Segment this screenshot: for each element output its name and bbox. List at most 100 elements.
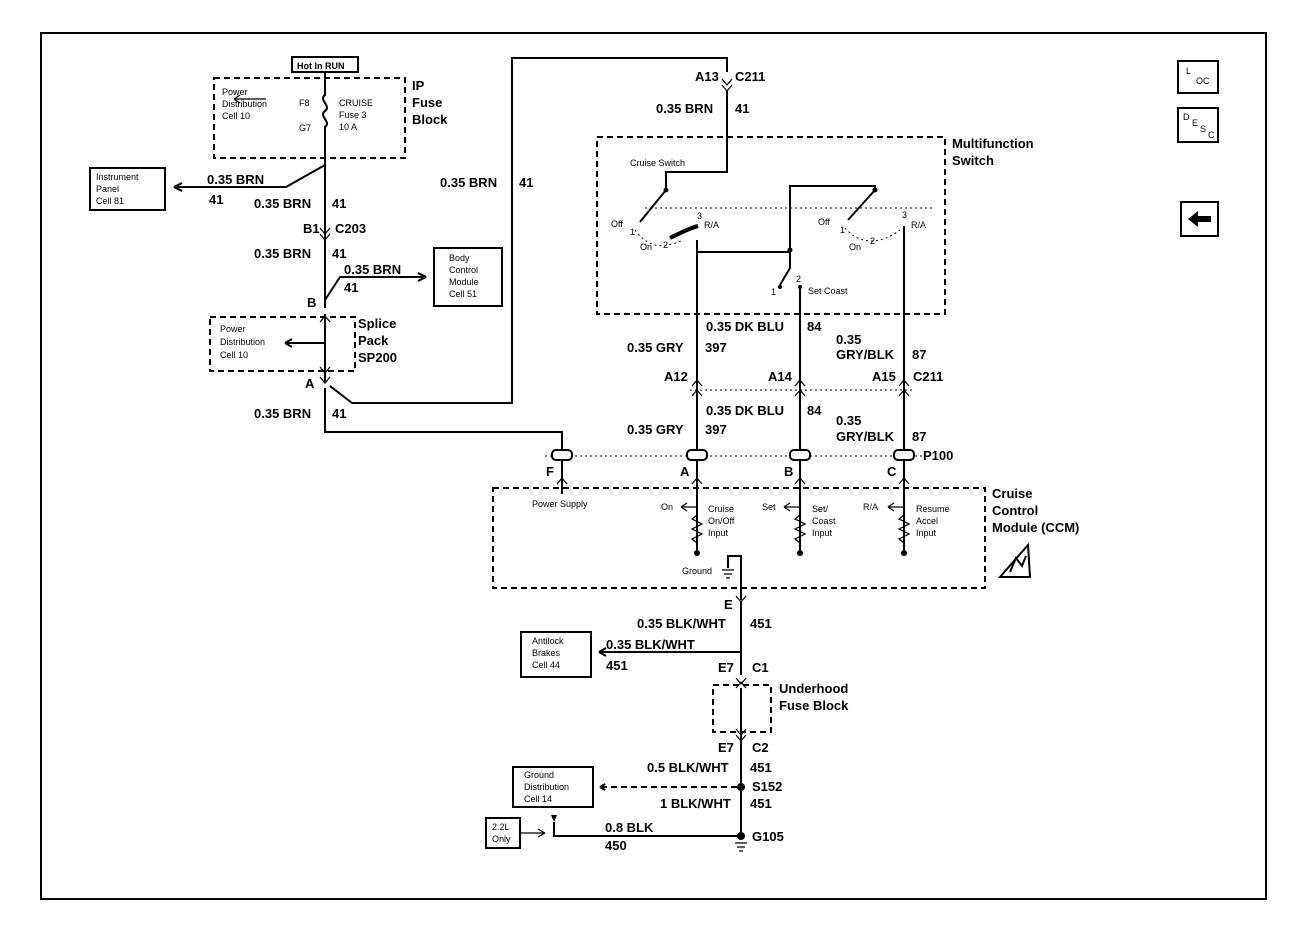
sw2-off: Off <box>818 217 830 227</box>
ipc-wire-circuit: 41 <box>209 192 223 207</box>
e7-c1-pin: E7 <box>718 660 734 675</box>
ipc-branch-wire <box>173 164 326 192</box>
pin-a: A <box>680 464 690 479</box>
ccm-on-label: On <box>661 502 673 512</box>
sw1-n3: 3 <box>697 211 702 221</box>
p100-label: P100 <box>923 448 953 463</box>
gd-line1: Ground <box>524 770 554 780</box>
sw1-n2: 2 <box>663 240 668 250</box>
abs-box <box>520 631 592 678</box>
ccm-title-1: Cruise <box>992 486 1032 501</box>
gry-color-bot: 0.35 GRY <box>627 422 684 437</box>
ccm-in3-line2: Accel <box>916 516 938 526</box>
ground-symbol <box>722 569 734 579</box>
ip-fuse-label2: Fuse <box>412 95 442 110</box>
grybl-circuit-bot: 87 <box>912 429 926 444</box>
set-coast-n2: 2 <box>796 274 801 284</box>
underhood-label1: Underhood <box>779 681 848 696</box>
g105-ground-icon <box>735 842 747 852</box>
blkwht1-label: 1 BLK/WHT <box>660 796 731 811</box>
ip-fuse-label1: IP <box>412 78 425 93</box>
e7-c2-pin: E7 <box>718 740 734 755</box>
multifunction-switch-box <box>596 136 946 315</box>
c451-2: 451 <box>750 760 772 775</box>
grybl-size-bot: 0.35 <box>836 413 861 428</box>
a13-pin: A13 <box>695 69 719 84</box>
brn-circuit-3: 41 <box>332 406 346 421</box>
sw1-ra: R/A <box>704 220 719 230</box>
ipc-line3: Cell 81 <box>96 196 124 206</box>
sw1-travel <box>634 229 684 247</box>
gry-color-top: 0.35 GRY <box>627 340 684 355</box>
brn-circuit-1: 41 <box>332 196 346 211</box>
splice-label2: Pack <box>358 333 389 348</box>
back-button[interactable] <box>1180 201 1219 237</box>
dkblu-color-top: 0.35 DK BLU <box>706 319 784 334</box>
pin-f: F <box>546 464 554 479</box>
page-frame <box>40 32 1267 900</box>
pd-sp-line1: Power <box>220 324 246 334</box>
pd-sp-line3: Cell 10 <box>220 350 248 360</box>
blk-ground-wire <box>553 822 741 837</box>
blkwht05-label: 0.5 BLK/WHT <box>647 760 729 775</box>
gd-line3: Cell 14 <box>524 794 552 804</box>
resume-switch-blade <box>847 189 876 221</box>
bcm-box <box>433 247 503 307</box>
ccm-ra-label: R/A <box>863 502 878 512</box>
a14-pin: A14 <box>768 369 793 384</box>
sw2-on: On <box>849 242 861 252</box>
c451-1: 451 <box>750 616 772 631</box>
cruise-switch-blade <box>639 189 667 223</box>
c451-3: 451 <box>750 796 772 811</box>
bcm-line4: Cell 51 <box>449 289 477 299</box>
ip-fuse-block-box <box>213 77 406 159</box>
ccm-ground-label: Ground <box>682 566 712 576</box>
pin-e: E <box>724 597 733 612</box>
splice-pin-b: B <box>307 295 316 310</box>
a13-wire-color: 0.35 BRN <box>656 101 713 116</box>
ccm-in2-line1: Set/ <box>812 504 829 514</box>
loc-button-sub: OC <box>1196 76 1210 86</box>
ccm-set-label: Set <box>762 502 776 512</box>
instrument-panel-box <box>89 167 166 211</box>
a13-connector-symbol <box>721 78 733 92</box>
abs-line3: Cell 44 <box>532 660 560 670</box>
splice-pack-box <box>209 316 356 372</box>
esd-warning-icon <box>997 542 1032 578</box>
splice-label3: SP200 <box>358 350 397 365</box>
hot-in-run-label: Hot In RUN <box>297 61 345 71</box>
only-box <box>485 817 521 849</box>
c203-pin: B1 <box>303 221 320 236</box>
abs-branch-wire <box>598 640 742 657</box>
g105-label: G105 <box>752 829 784 844</box>
sw1-off: Off <box>611 219 623 229</box>
loc-button[interactable]: L OC <box>1177 60 1219 94</box>
grybl-color-bot: GRY/BLK <box>836 429 895 444</box>
desc-button[interactable]: D E S C <box>1177 107 1219 143</box>
only-line2: Only <box>492 834 511 844</box>
gry-circuit-top: 397 <box>705 340 727 355</box>
cruise-switch-feed <box>665 91 728 188</box>
fuse-name-line2: Fuse 3 <box>339 110 367 120</box>
sw2-ra: R/A <box>911 220 926 230</box>
ip-fuse-label3: Block <box>412 112 448 127</box>
ccm-in3-line1: Resume <box>916 504 950 514</box>
gd-line2: Distribution <box>524 782 569 792</box>
ccm-in3-line3: Input <box>916 528 937 538</box>
a13-wire-circuit: 41 <box>735 101 749 116</box>
pd-ip-arrow <box>233 94 266 104</box>
c211-label-top: C211 <box>735 69 765 84</box>
desc-button-c: C <box>1208 130 1215 140</box>
set-coast-label: Set Coast <box>808 286 848 296</box>
pin-c: C <box>887 464 897 479</box>
power-supply-wire <box>324 388 563 452</box>
abs-wire-color: 0.35 BLK/WHT <box>606 637 695 652</box>
bcm-wire-circuit: 41 <box>344 280 358 295</box>
sw2-n1: 1 <box>840 225 845 235</box>
bcm-line2: Control <box>449 265 478 275</box>
c2-label: C2 <box>752 740 769 755</box>
ccm-title-2: Control <box>992 503 1038 518</box>
mf-label1: Multifunction <box>952 136 1034 151</box>
